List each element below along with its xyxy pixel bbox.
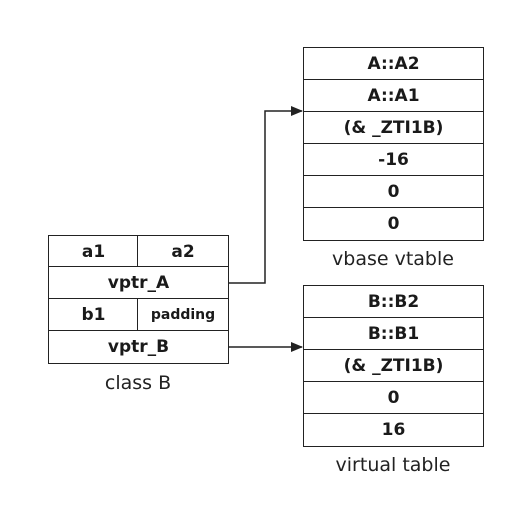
field-a2: a2 (137, 235, 229, 268)
vbase-vtable-entry: A::A2 (303, 47, 484, 81)
vbase-vtable-entry: -16 (303, 143, 484, 177)
field-padding: padding (137, 298, 229, 332)
field-a1: a1 (48, 235, 139, 268)
vbase-vtable-entry: (& _ZTI1B) (303, 111, 484, 145)
class-b-caption: class B (104, 372, 172, 394)
vptr-a-arrow (228, 106, 303, 284)
virtual-table-entry: B::B1 (303, 317, 484, 351)
field-b1: b1 (48, 298, 139, 332)
vbase-vtable-entry: 0 (303, 207, 484, 241)
field-vptr-a: vptr_A (48, 266, 229, 300)
virtual-table-caption: virtual table (335, 454, 451, 476)
virtual-table-entry: 0 (303, 381, 484, 415)
virtual-table-entry: (& _ZTI1B) (303, 349, 484, 383)
vbase-vtable-entry: 0 (303, 175, 484, 209)
vbase-vtable-caption: vbase vtable (332, 248, 454, 270)
field-vptr-b: vptr_B (48, 330, 229, 364)
virtual-table-entry: 16 (303, 413, 484, 447)
vbase-vtable-entry: A::A1 (303, 79, 484, 113)
virtual-table-entry: B::B2 (303, 285, 484, 319)
